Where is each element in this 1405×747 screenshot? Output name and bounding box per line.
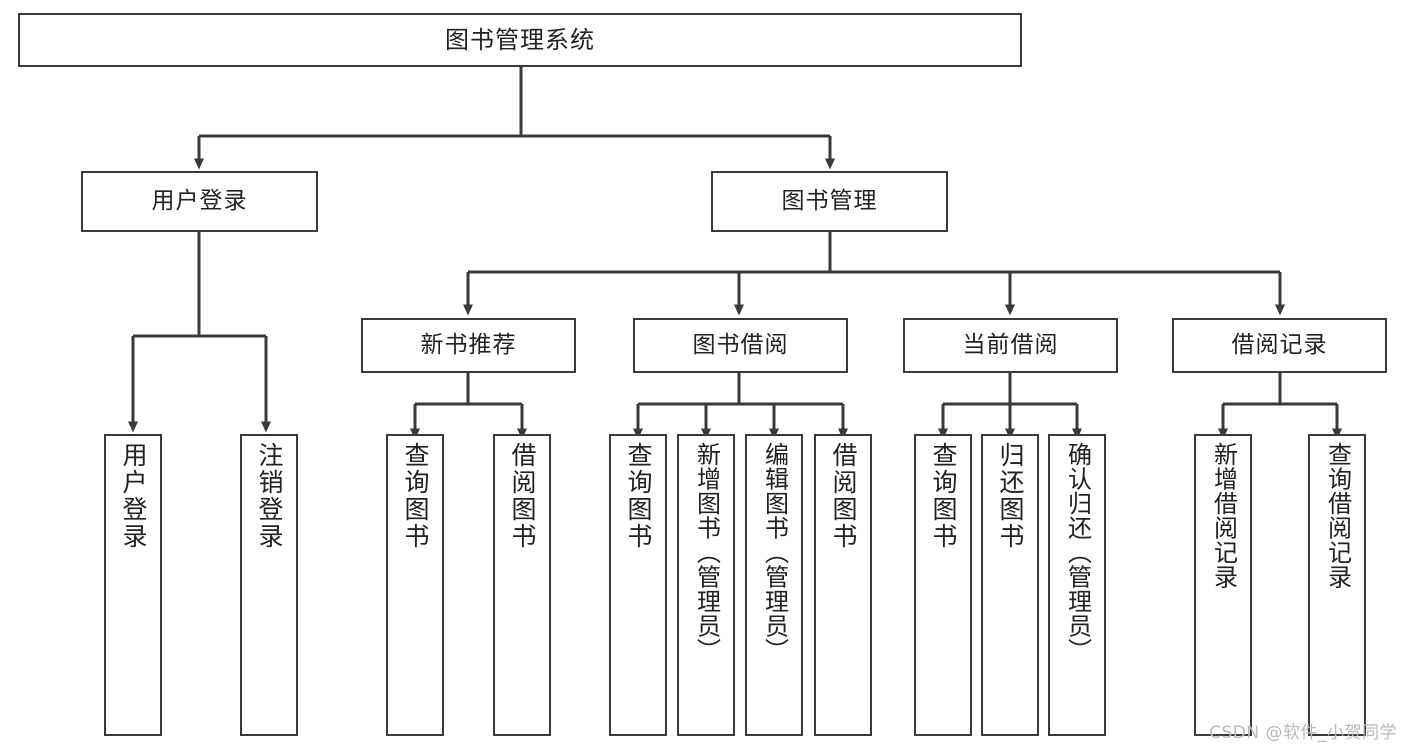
node-leaf-query-book-2-label: 查询图书 xyxy=(624,442,653,550)
node-leaf-confirm-return-label: 确认归还（管理员） xyxy=(1063,442,1092,663)
node-leaf-query-book-3-label: 查询图书 xyxy=(929,442,958,550)
node-root[interactable]: 图书管理系统 xyxy=(18,13,1022,67)
node-user-login-label: 用户登录 xyxy=(151,187,248,214)
node-leaf-add-book[interactable]: 新增图书（管理员） xyxy=(677,434,735,736)
node-current-borrow[interactable]: 当前借阅 xyxy=(903,318,1118,373)
node-leaf-logout-label: 注销登录 xyxy=(255,442,284,550)
node-book-borrow-label: 图书借阅 xyxy=(692,331,789,358)
node-leaf-query-record[interactable]: 查询借阅记录 xyxy=(1308,434,1366,736)
node-leaf-return-book[interactable]: 归还图书 xyxy=(981,434,1039,736)
node-user-login[interactable]: 用户登录 xyxy=(81,171,318,232)
node-root-label: 图书管理系统 xyxy=(445,25,595,54)
node-leaf-query-book-2[interactable]: 查询图书 xyxy=(609,434,667,736)
node-leaf-edit-book-label: 编辑图书（管理员） xyxy=(760,442,789,663)
node-book-manage[interactable]: 图书管理 xyxy=(711,171,948,232)
node-leaf-return-book-label: 归还图书 xyxy=(996,442,1025,550)
node-new-book-recommend[interactable]: 新书推荐 xyxy=(361,318,576,373)
node-book-borrow[interactable]: 图书借阅 xyxy=(633,318,848,373)
node-leaf-borrow-book-2[interactable]: 借阅图书 xyxy=(814,434,872,736)
node-new-book-recommend-label: 新书推荐 xyxy=(420,331,517,358)
node-leaf-add-book-label: 新增图书（管理员） xyxy=(692,442,721,663)
node-leaf-query-book-1[interactable]: 查询图书 xyxy=(386,434,444,736)
node-borrow-record[interactable]: 借阅记录 xyxy=(1172,318,1387,373)
csdn-watermark: CSDN @软件_小贺同学 xyxy=(1209,723,1397,743)
node-borrow-record-label: 借阅记录 xyxy=(1231,331,1328,358)
node-book-manage-label: 图书管理 xyxy=(781,187,878,214)
node-leaf-borrow-book-2-label: 借阅图书 xyxy=(829,442,858,550)
node-leaf-edit-book[interactable]: 编辑图书（管理员） xyxy=(745,434,803,736)
node-leaf-user-login[interactable]: 用户登录 xyxy=(104,434,162,736)
node-leaf-query-record-label: 查询借阅记录 xyxy=(1323,442,1352,589)
node-leaf-add-record[interactable]: 新增借阅记录 xyxy=(1194,434,1252,736)
node-leaf-logout[interactable]: 注销登录 xyxy=(240,434,298,736)
node-leaf-user-login-label: 用户登录 xyxy=(119,442,148,550)
node-leaf-add-record-label: 新增借阅记录 xyxy=(1209,442,1238,589)
node-leaf-borrow-book-1[interactable]: 借阅图书 xyxy=(493,434,551,736)
node-leaf-query-book-1-label: 查询图书 xyxy=(401,442,430,550)
node-current-borrow-label: 当前借阅 xyxy=(962,331,1059,358)
node-leaf-confirm-return[interactable]: 确认归还（管理员） xyxy=(1048,434,1106,736)
node-leaf-borrow-book-1-label: 借阅图书 xyxy=(508,442,537,550)
node-leaf-query-book-3[interactable]: 查询图书 xyxy=(914,434,972,736)
